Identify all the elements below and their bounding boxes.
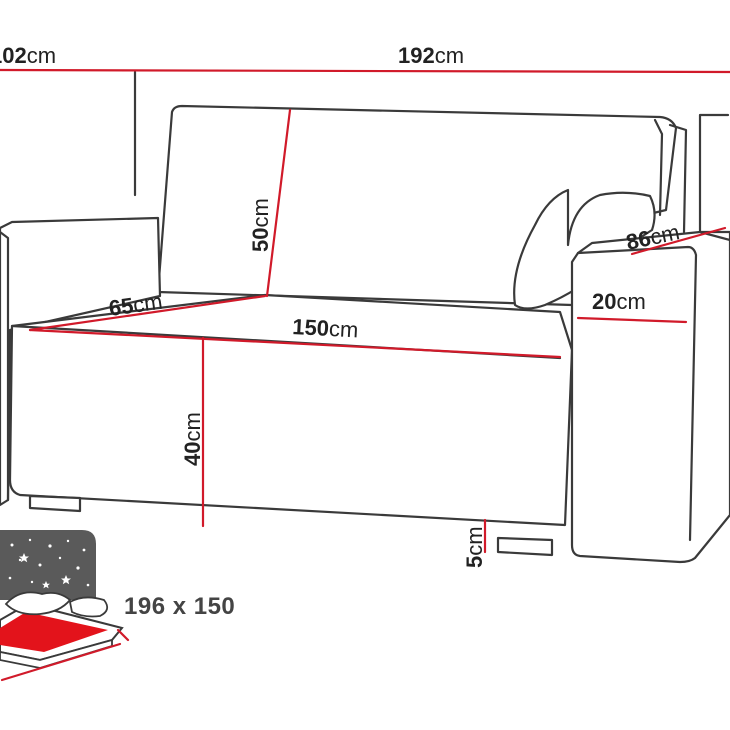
dim-label-seat-width: 150cm bbox=[292, 314, 359, 342]
stars-icon bbox=[8, 538, 90, 589]
dim-line-seat-width bbox=[28, 328, 562, 359]
dim-label-arm-width: 20cm bbox=[592, 289, 646, 314]
sofa-seat bbox=[8, 293, 574, 527]
dim-label-seat-height: 40cm bbox=[180, 412, 205, 466]
sofa-left-armrest bbox=[0, 216, 162, 507]
pillow-icon bbox=[4, 591, 72, 616]
dim-line-backrest-height bbox=[265, 108, 292, 298]
dim-label-depth-top: 102cm bbox=[0, 43, 56, 68]
dim-line-arm-height bbox=[630, 226, 727, 256]
dim-label-total-width: 192cm bbox=[398, 43, 464, 68]
dim-line-arm-width bbox=[576, 316, 688, 324]
sleeping-area-label: 196 x 150 bbox=[124, 593, 235, 620]
sofa-drawing bbox=[0, 70, 730, 564]
sofa-leg-left bbox=[28, 494, 82, 513]
mattress-icon bbox=[0, 612, 108, 652]
dim-line-total-width bbox=[0, 68, 730, 74]
sofa-right-armrest bbox=[570, 230, 730, 564]
dim-line-seat-depth bbox=[28, 294, 267, 332]
dim-label-leg-height: 5cm bbox=[462, 526, 487, 568]
sleeping-area-icon bbox=[0, 530, 130, 682]
dim-label-arm-height: 86cm bbox=[624, 219, 682, 255]
dim-label-seat-depth: 65cm bbox=[107, 289, 164, 321]
dimension-lines bbox=[0, 68, 730, 554]
dim-label-backrest-height: 50cm bbox=[248, 198, 273, 252]
sofa-leg-right bbox=[496, 536, 554, 557]
